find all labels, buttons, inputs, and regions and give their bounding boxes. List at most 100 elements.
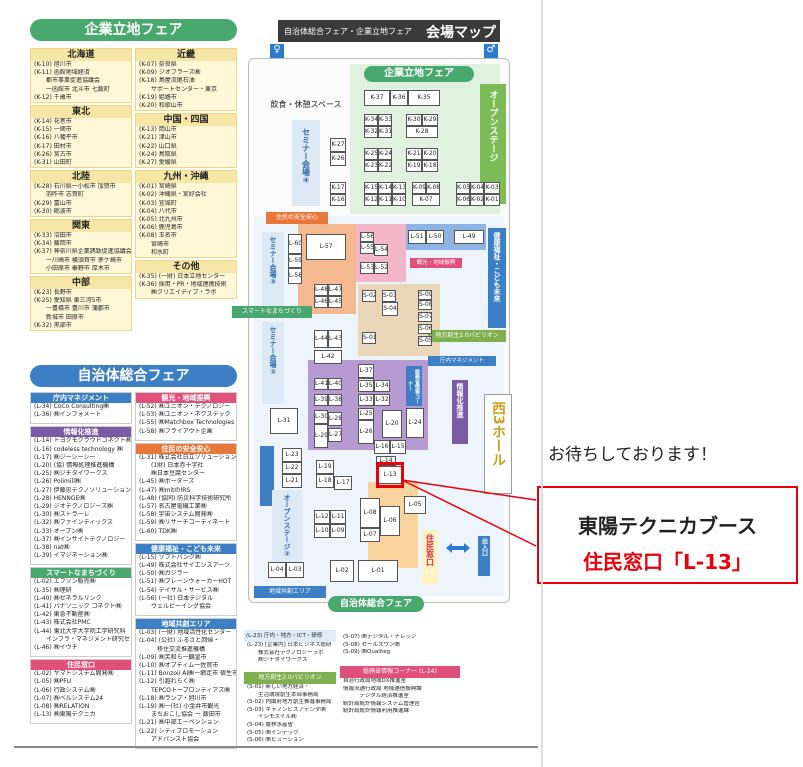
region-item: (K-20) 和歌山市 [139, 102, 183, 110]
seminar-room-4-label: セミナー会場④ [301, 128, 311, 185]
region-item: (K-06) 鹿児島市 [139, 224, 183, 232]
legend-item: (L-23) [企業内] 日本ビジネス総研 [247, 642, 332, 648]
booth-l-52: L-52 [374, 262, 388, 274]
booth-l-26: L-26 [358, 420, 374, 444]
booth-s-05: S-05 [418, 336, 432, 346]
legend-management-title: (L-23) 庁内・地方・ICT・研修 [244, 630, 336, 642]
booth-l-53: L-53 [360, 262, 374, 274]
category-item: 移住交流推進機構 [139, 645, 206, 653]
region-item: 小田原市 秦野市 厚木市 [34, 264, 110, 272]
category-box: 住民窓口(L-02) ヤマトシステム開発㈱(L-05) ㈱PFU(L-06) 行… [30, 659, 132, 725]
category-item: (L-02) ヤマトシステム開発㈱ [34, 670, 114, 678]
window-label-bar: 住民窓口 [422, 530, 438, 584]
category-item: (L-35) ㈱理研 [34, 586, 72, 594]
category-item: (L-04) (公社) ふるさと回帰・ [139, 637, 220, 645]
region-column-right: 近畿(K-07) 奈良県(K-09) ジオフラーズ㈱(K-18) 鳥屋流尾石油 … [135, 48, 237, 348]
booth-s-09: S-09 [418, 290, 432, 300]
enterprise-fair-header: 企業立地フェア [30, 19, 237, 41]
enterprise-zone-label: 企業立地フェア [364, 66, 474, 82]
region-title: 北陸 [31, 171, 131, 184]
booth-l-02: L-02 [330, 560, 354, 582]
category-item: (L-41) パナソニック コネクト㈱ [34, 603, 122, 610]
category-item: (L-37) ㈱インサイトテクノロジー [34, 535, 126, 543]
region-item: (K-15) 一関市 [34, 126, 72, 134]
region-item: (K-12) 千歳市 [34, 93, 72, 101]
category-item: ㈱日本豆腐センター [139, 470, 206, 478]
booth-k-16: K-16 [330, 194, 346, 206]
booth-l-09: L-09 [330, 524, 346, 538]
category-item: アドバンスト協会 [139, 735, 200, 743]
booth-k-30: K-30 [406, 114, 422, 126]
region-item: (K-13) 岡山市 [139, 126, 177, 134]
booth-l-33: L-33 [358, 394, 374, 406]
municipal-fair-header: 自治体総合フェア [30, 365, 237, 387]
booth-k-17: K-17 [330, 182, 346, 194]
category-item: (L-05) ㈱PFU [34, 678, 72, 686]
category-item: (L-43) 株式会社PMC [34, 619, 91, 627]
bottom-legend-right: (S-07) ㈱デジタル・ナレッジ(S-08) セールスワン㈱(S-09) ㈱Q… [340, 630, 460, 748]
booth-l-19: L-19 [316, 460, 334, 474]
region-item: (K-07) 奈良県 [139, 61, 177, 68]
legend-item: (S-08) セールスワン㈱ [343, 641, 401, 648]
region-item: (K-21) 津山市 [139, 134, 177, 142]
category-item: (L-26) Polimill㈱ [34, 478, 81, 486]
legend-item: 自治行政局地域DX推進室 [343, 678, 407, 684]
region-item: (K-25) 愛知県 東三河5市 [34, 297, 102, 305]
zone-label-soumu: 総務省情報コーナー [407, 368, 420, 404]
booth-k-20: K-20 [422, 148, 438, 160]
legend-soumu-items: 自治行政局地域DX推進室情報流通行政局 地域通信振興課 デジタル経済推進室統計局… [340, 678, 460, 738]
region-item: (K-17) 田村市 [34, 142, 72, 150]
booth-l-16: L-16 [374, 440, 390, 454]
category-item: (L-49) 株式会社サイエンスアーツ [139, 562, 230, 569]
region-item: 宮崎市 [139, 240, 170, 248]
category-item: (L-12) 引越れらく㈱ [139, 678, 195, 686]
booth-k-01: K-01 [484, 194, 500, 206]
region-item: (K-16) 八幡平市 [34, 134, 78, 142]
right-border [541, 0, 543, 767]
category-title: 庁内マネジメント [31, 393, 131, 403]
booth-l-22: L-22 [282, 462, 302, 474]
region-item: (K-10) 旭川市 [34, 61, 72, 68]
region-item: (K-19) 姫路市 [139, 93, 177, 101]
region-box: その他(K-35) (一財) 日本立地センター(K-36) 採用・PR・地域連携… [135, 260, 237, 299]
seminar-room-3: セミナー会場③ [262, 232, 284, 314]
category-item: (L-34) CoCo Consulting㈱ [34, 403, 110, 410]
booth-l-39: L-39 [314, 394, 328, 406]
region-item: (K-24) 鳥取県 [139, 150, 177, 158]
booth-l-14: L-14 [376, 456, 396, 466]
legend-soumu-title: 総務省情報コーナー (L-24) [340, 666, 460, 678]
restroom-icon: ♂ [484, 44, 498, 60]
category-item: (L-45) ㈱ボーダーズ [139, 478, 195, 486]
region-title: 北海道 [31, 49, 131, 61]
legend-item: (S-07) ㈱デジタル・ナレッジ [343, 634, 417, 640]
booth-s-02: S-02 [362, 290, 376, 302]
booth-l-06: L-06 [380, 506, 400, 536]
category-item: (L-02) エフソン販売㈱ [34, 578, 96, 586]
category-item: (L-59) ㈱リサーチコーディネート [139, 519, 231, 527]
booth-k-24: K-24 [378, 148, 392, 160]
region-item: 羽咋市 志賀町 [34, 191, 84, 199]
soumu-corner: 総務省情報コーナー [406, 366, 422, 406]
booth-l-10: L-10 [314, 524, 330, 538]
category-item: ウェルビーイング協会 [139, 603, 212, 611]
booth-k-22: K-22 [378, 160, 392, 172]
category-item: (1財) 日本赤十字社 [139, 462, 204, 469]
booth-k-07: K-07 [412, 194, 440, 206]
booth-l-18: L-18 [316, 474, 334, 488]
booth-l-45: L-45 [328, 296, 342, 308]
seminar-room-2: セミナー会場② [262, 322, 284, 404]
region-box: 近畿(K-07) 奈良県(K-09) ジオフラーズ㈱(K-18) 鳥屋流尾石油 … [135, 48, 237, 112]
category-title: 地域共創エリア [136, 619, 236, 630]
highlight-marker [376, 462, 404, 488]
municipal-zone-label: 自治体総合フェア [328, 596, 424, 612]
region-item: 一豊橋市 豊川市 蒲郡市 [34, 305, 110, 313]
booth-k-31: K-31 [378, 126, 392, 138]
zone-label-community: 地域共創エリア [254, 586, 326, 598]
enterprise-region-list: 北海道(K-10) 旭川市(K-11) 函館地域経済 都市事業促進協議会 一函館… [30, 48, 237, 348]
legend-item: (S-04) 農林水産省 [247, 721, 294, 728]
category-item: (L-42) 東急不動産㈱ [34, 611, 90, 619]
category-item: (L-50) ㈱ガジラー [139, 570, 189, 578]
map-title-sub: 自治体総合フェア・企業立地フェア [284, 27, 412, 36]
divider [14, 746, 538, 748]
category-item: (L-33) オープン㈱ [34, 527, 84, 535]
